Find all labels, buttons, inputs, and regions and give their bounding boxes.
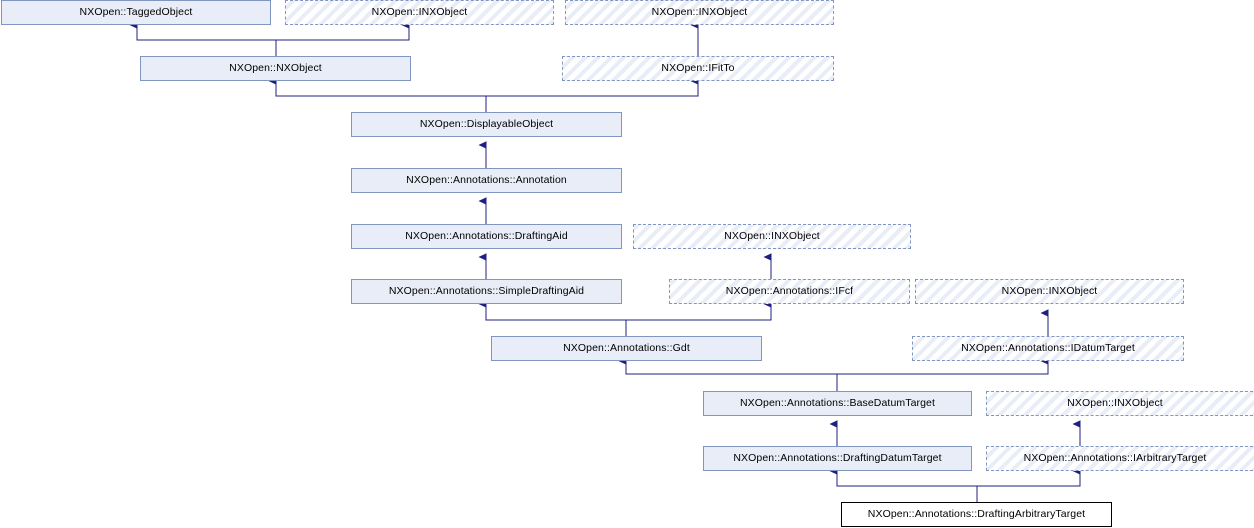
node-label: NXOpen::INXObject bbox=[651, 6, 748, 19]
node-ifcf[interactable]: NXOpen::Annotations::IFcf bbox=[669, 279, 910, 304]
node-drafting-arbitrary-target[interactable]: NXOpen::Annotations::DraftingArbitraryTa… bbox=[841, 502, 1112, 527]
node-label: NXOpen::Annotations::IArbitraryTarget bbox=[1023, 452, 1207, 465]
node-inxobject-e[interactable]: NXOpen::INXObject bbox=[986, 391, 1254, 416]
node-inxobject-b[interactable]: NXOpen::INXObject bbox=[565, 0, 834, 25]
node-label: NXOpen::Annotations::IFcf bbox=[725, 285, 854, 298]
node-label: NXOpen::Annotations::DraftingArbitraryTa… bbox=[867, 508, 1086, 521]
node-drafting-aid[interactable]: NXOpen::Annotations::DraftingAid bbox=[351, 224, 622, 249]
node-tagged-object[interactable]: NXOpen::TaggedObject bbox=[1, 0, 271, 25]
node-displayable-object[interactable]: NXOpen::DisplayableObject bbox=[351, 112, 622, 137]
node-ifitto[interactable]: NXOpen::IFitTo bbox=[562, 56, 834, 81]
edge-draftingarbitrarytarget-iarbitrarytarget bbox=[977, 467, 1081, 487]
node-annotation[interactable]: NXOpen::Annotations::Annotation bbox=[351, 168, 622, 193]
node-inxobject-a[interactable]: NXOpen::INXObject bbox=[285, 0, 554, 25]
node-drafting-datum-target[interactable]: NXOpen::Annotations::DraftingDatumTarget bbox=[703, 446, 972, 471]
node-label: NXOpen::TaggedObject bbox=[79, 6, 193, 19]
node-inxobject-c[interactable]: NXOpen::INXObject bbox=[633, 224, 911, 249]
edge-gdt-ifcf bbox=[626, 300, 772, 321]
edge-gdt-simpledraftingaid bbox=[478, 300, 627, 336]
node-label: NXOpen::NXObject bbox=[229, 62, 322, 75]
edge-basedatumtarget-idatumtarget bbox=[837, 357, 1049, 375]
node-label: NXOpen::IFitTo bbox=[661, 62, 735, 75]
node-label: NXOpen::INXObject bbox=[371, 6, 468, 19]
node-label: NXOpen::DisplayableObject bbox=[419, 118, 554, 131]
node-iarbitrary-target[interactable]: NXOpen::Annotations::IArbitraryTarget bbox=[986, 446, 1254, 471]
node-nxobject[interactable]: NXOpen::NXObject bbox=[140, 56, 411, 81]
node-label: NXOpen::INXObject bbox=[1067, 397, 1163, 410]
edge-nxobject-taggedobject bbox=[129, 21, 277, 56]
edge-nxobject-inxobject-a bbox=[276, 21, 410, 41]
node-inxobject-d[interactable]: NXOpen::INXObject bbox=[915, 279, 1184, 304]
node-label: NXOpen::Annotations::IDatumTarget bbox=[961, 342, 1135, 355]
edge-draftingarbitrarytarget-draftingdatumtarget bbox=[829, 467, 978, 502]
node-label: NXOpen::Annotations::Gdt bbox=[563, 342, 690, 355]
node-base-datum-target[interactable]: NXOpen::Annotations::BaseDatumTarget bbox=[703, 391, 972, 416]
node-label: NXOpen::INXObject bbox=[1001, 285, 1098, 298]
edge-displayableobject-ifitto bbox=[486, 77, 699, 97]
edge-basedatumtarget-gdt bbox=[618, 357, 838, 391]
edge-displayableobject-nxobject bbox=[268, 77, 487, 112]
node-label: NXOpen::Annotations::DraftingAid bbox=[405, 230, 568, 243]
node-gdt[interactable]: NXOpen::Annotations::Gdt bbox=[491, 336, 762, 361]
node-label: NXOpen::Annotations::BaseDatumTarget bbox=[739, 397, 936, 410]
node-label: NXOpen::INXObject bbox=[724, 230, 820, 243]
node-simple-drafting-aid[interactable]: NXOpen::Annotations::SimpleDraftingAid bbox=[351, 279, 622, 304]
node-label: NXOpen::Annotations::Annotation bbox=[406, 174, 567, 187]
node-label: NXOpen::Annotations::DraftingDatumTarget bbox=[733, 452, 942, 465]
node-label: NXOpen::Annotations::SimpleDraftingAid bbox=[388, 285, 585, 298]
node-idatum-target[interactable]: NXOpen::Annotations::IDatumTarget bbox=[912, 336, 1184, 361]
